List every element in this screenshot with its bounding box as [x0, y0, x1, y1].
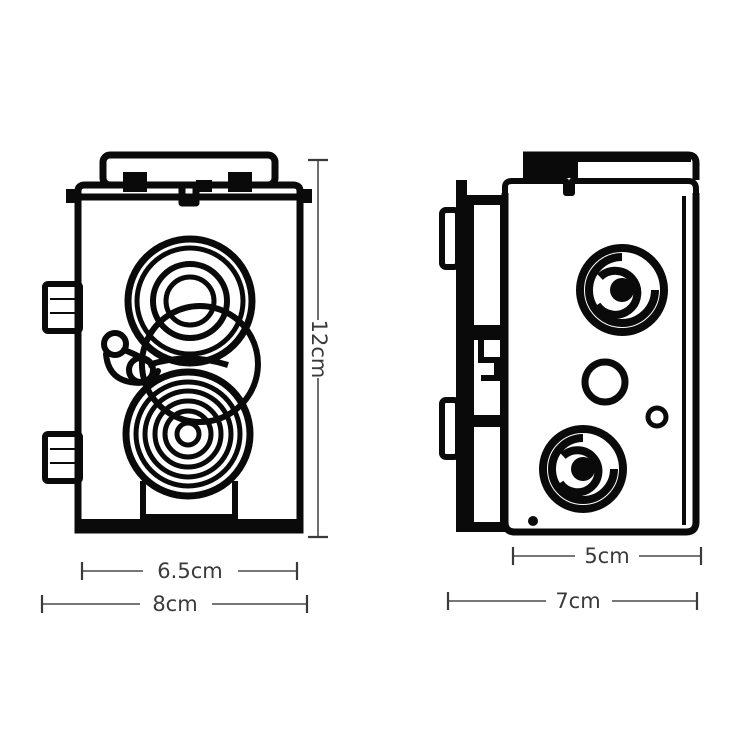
dim-7cm-label: 7cm — [555, 589, 600, 613]
dimension-body-depth-5cm: 5cm — [511, 544, 703, 568]
side-rear-latch — [478, 335, 500, 381]
winding-knob-upper — [42, 281, 83, 334]
taking-lens-ring-2 — [133, 379, 243, 489]
dim-6_5cm-label: 6.5cm — [157, 559, 222, 583]
front-body-base — [78, 519, 300, 530]
strap-lug-lower — [439, 397, 461, 460]
side-small-aperture — [645, 405, 669, 429]
side-view — [439, 151, 700, 536]
viewing-lens-ring-mid — [134, 245, 246, 357]
upper-dial-spiral — [593, 266, 642, 319]
dim-12cm-label: 12cm — [307, 320, 331, 379]
shutter-lever-assembly — [101, 330, 161, 386]
side-hood-cap — [523, 151, 700, 180]
dimension-overall-width-8cm: 8cm — [40, 592, 309, 616]
lower-dial-spiral — [556, 446, 603, 497]
taking-lens-element — [174, 420, 202, 448]
side-rear-window-upper — [474, 205, 500, 325]
side-tripod-socket — [528, 516, 538, 526]
shutter-release-button — [126, 355, 156, 385]
side-rear-window-lower — [474, 427, 500, 522]
side-lower-dial — [539, 425, 627, 513]
hood-cap-outline — [99, 151, 279, 189]
front-view-left-knobs — [42, 281, 83, 484]
upper-dial-ring-mid — [585, 253, 659, 327]
viewing-lens-ring-inner — [150, 261, 230, 341]
taking-lens-ring-outer — [122, 368, 254, 500]
upper-dial-ring-outer — [576, 244, 668, 336]
side-middle-ring — [581, 358, 629, 406]
top-plate-outline — [74, 181, 304, 207]
lens-bridge — [147, 355, 229, 368]
side-upper-dial — [576, 244, 668, 336]
dimension-overall-depth-7cm: 7cm — [446, 589, 699, 613]
dim-5cm-label: 5cm — [584, 544, 629, 568]
taking-lens-ring-3 — [142, 388, 234, 480]
shutter-pivot-knob — [101, 330, 129, 358]
front-view — [42, 151, 312, 534]
viewing-lens — [124, 235, 256, 367]
strap-lug-upper — [439, 207, 461, 270]
lower-dial-ring-outer — [539, 425, 627, 513]
side-rear-spine — [456, 180, 467, 532]
viewing-lens-ring-outer — [124, 235, 256, 367]
side-body-outline — [501, 193, 700, 536]
side-top-plate — [502, 178, 699, 196]
viewing-lens-element — [163, 274, 217, 328]
dimension-body-width-6_5cm: 6.5cm — [80, 559, 299, 583]
taking-lens — [122, 368, 254, 500]
taking-lens-ring-5 — [162, 408, 214, 460]
dim-8cm-label: 8cm — [152, 592, 197, 616]
lens-mount-plate — [140, 481, 238, 520]
side-hood-cap-top — [523, 157, 691, 162]
winding-knob-lower — [42, 431, 83, 484]
lower-dial-ring-mid — [548, 434, 618, 504]
dimension-height-12cm: 12cm — [307, 158, 331, 539]
upper-dial-center — [610, 278, 634, 302]
lower-dial-center — [571, 457, 595, 481]
side-hood-cap-shade — [523, 158, 578, 178]
lens-board-outline — [139, 303, 261, 425]
taking-lens-ring-4 — [152, 398, 224, 470]
